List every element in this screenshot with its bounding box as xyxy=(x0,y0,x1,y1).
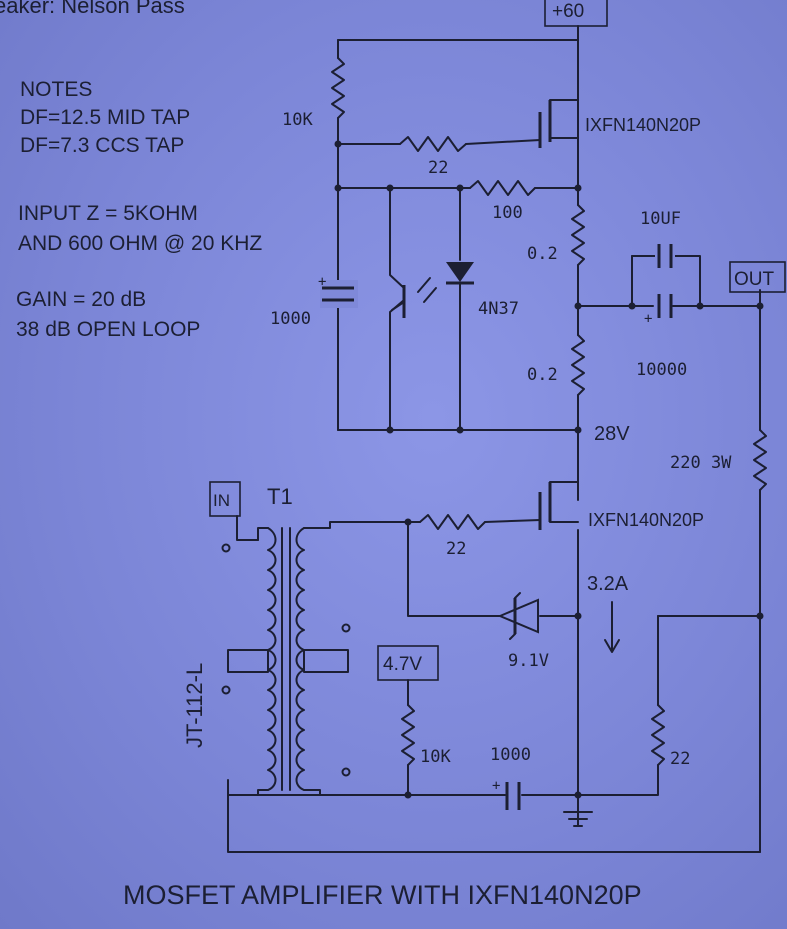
label-r22-mid: 22 xyxy=(446,539,466,559)
label-zener: 9.1V xyxy=(508,651,549,671)
out-label: OUT xyxy=(734,269,775,290)
in-label: IN xyxy=(213,491,230,510)
note-line: GAIN = 20 dB xyxy=(16,288,146,311)
label-r220: 220 3W xyxy=(670,453,732,473)
note-line: NOTES xyxy=(20,78,92,101)
note-line: DF=7.3 CCS TAP xyxy=(20,134,184,157)
out-box xyxy=(729,261,786,293)
label-transformer: JT-112-L xyxy=(182,663,207,748)
label-t1: T1 xyxy=(267,484,293,509)
component-labels: 10K IXFN140N20P 22 100 0.2 10UF 1000 4N3… xyxy=(182,110,732,769)
notes-block: NOTES DF=12.5 MID TAP DF=7.3 CCS TAP INP… xyxy=(16,78,262,341)
label-current: 3.2A xyxy=(587,573,629,595)
transformer-t1 xyxy=(221,521,409,796)
cap-polarity-plus: + xyxy=(318,274,326,290)
label-r100: 100 xyxy=(492,203,523,223)
mosfet-q2 xyxy=(538,481,579,530)
label-r22-top: 22 xyxy=(428,158,448,178)
note-line: INPUT Z = 5KOHM xyxy=(18,202,198,225)
note-line: 38 dB OPEN LOOP xyxy=(16,318,200,341)
label-c10000: 10000 xyxy=(636,360,687,380)
current-arrow-icon xyxy=(604,601,620,653)
label-c1000-left: 1000 xyxy=(270,309,311,329)
opto-transistor xyxy=(389,187,437,431)
top-wiring xyxy=(331,25,767,853)
diagram-title: MOSFET AMPLIFIER WITH IXFN140N20P xyxy=(123,880,642,910)
note-line: AND 600 OHM @ 20 KHZ xyxy=(18,232,262,255)
header-caption: eaker: Nelson Pass xyxy=(0,0,185,18)
label-q1: IXFN140N20P xyxy=(585,115,701,135)
label-opto: 4N37 xyxy=(478,299,519,319)
label-r02-top: 0.2 xyxy=(527,244,558,264)
v47-label: 4.7V xyxy=(383,654,422,675)
note-line: DF=12.5 MID TAP xyxy=(20,106,190,129)
mosfet-q1 xyxy=(538,99,579,148)
capacitor-10uf xyxy=(655,244,675,268)
capacitor-1000-left: + xyxy=(318,274,358,308)
cap-polarity-plus: + xyxy=(492,778,500,794)
in-box xyxy=(209,481,241,517)
opto-diode xyxy=(446,187,474,431)
label-r-top: 10K xyxy=(282,110,313,130)
label-r02-bot: 0.2 xyxy=(527,365,558,385)
cap-polarity-plus: + xyxy=(644,311,652,327)
label-c10uf: 10UF xyxy=(640,209,681,229)
supply-label: +60 xyxy=(552,1,584,22)
junction-dots xyxy=(334,140,764,799)
capacitor-10000: + xyxy=(644,294,673,327)
zener-diode xyxy=(497,592,539,640)
v47-box xyxy=(377,645,439,681)
supply-box xyxy=(544,0,608,27)
label-r22-right: 22 xyxy=(670,749,690,769)
label-q2: IXFN140N20P xyxy=(588,510,704,530)
bottom-wiring xyxy=(227,514,761,853)
label-r10k-bot: 10K xyxy=(420,747,451,767)
capacitor-1000-bottom: + xyxy=(492,778,521,810)
ground-icon xyxy=(563,794,593,827)
label-c1000-bot: 1000 xyxy=(490,745,531,765)
label-28v: 28V xyxy=(594,423,630,445)
